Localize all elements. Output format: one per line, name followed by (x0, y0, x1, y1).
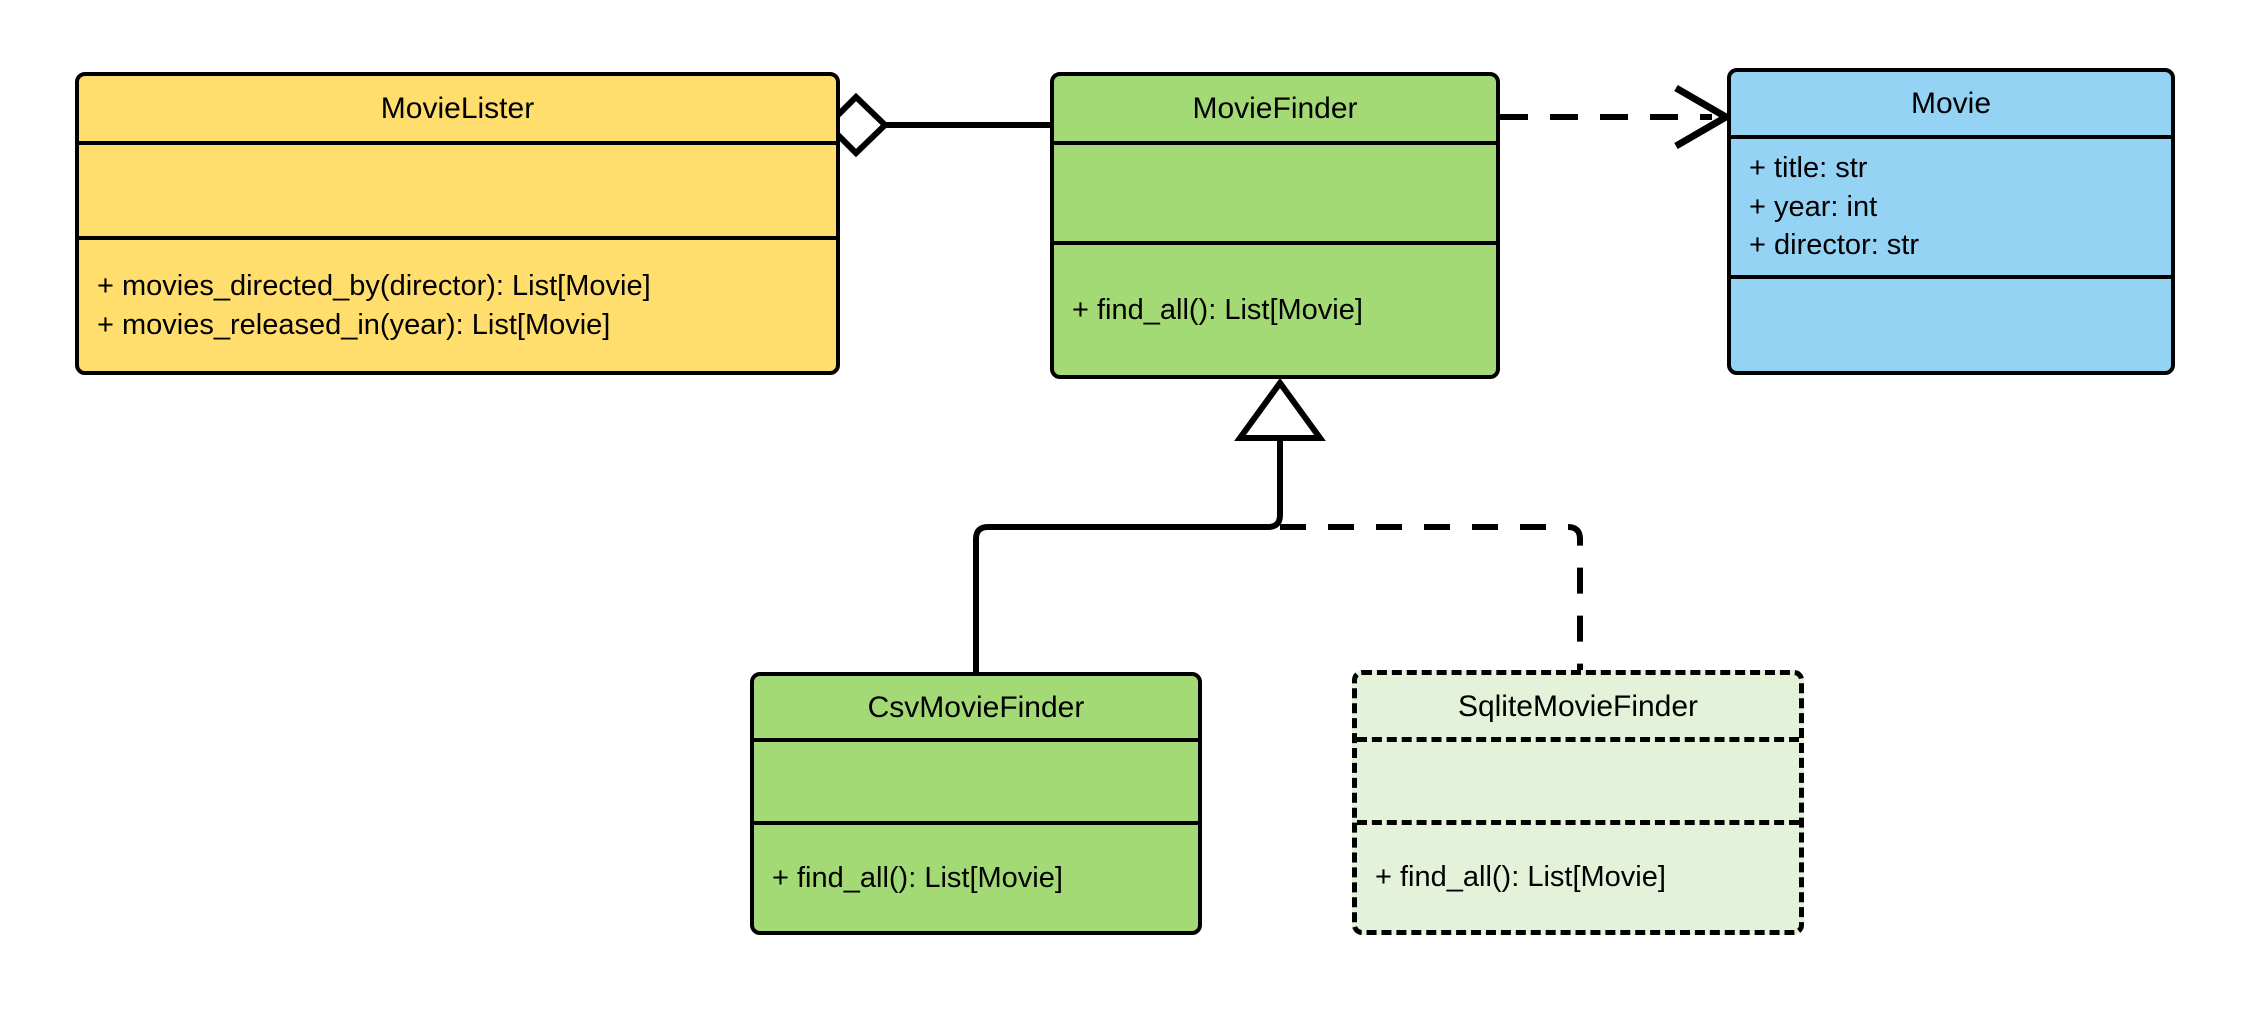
class-box-movielister[interactable]: MovieLister + movies_directed_by(directo… (75, 72, 840, 375)
movielister-name-compartment: MovieLister (79, 76, 836, 141)
class-box-sqlitemoviefinder[interactable]: SqliteMovieFinder + find_all(): List[Mov… (1352, 670, 1804, 935)
class-box-moviefinder[interactable]: MovieFinder + find_all(): List[Movie] (1050, 72, 1500, 379)
class-title-movielister: MovieLister (380, 92, 535, 125)
moviefinder-attributes-compartment (1054, 141, 1496, 241)
class-method-item: + find_all(): List[Movie] (1072, 293, 1363, 326)
csvmoviefinder-methods-compartment: + find_all(): List[Movie] (754, 821, 1198, 931)
sqlite-generalization-line (1280, 524, 1583, 672)
aggregation-edge-movielister-moviefinder (823, 92, 1050, 158)
class-method-item: + movies_directed_by(director): List[Mov… (97, 269, 651, 302)
class-attribute-item: + director: str (1749, 229, 1920, 262)
class-title-movie: Movie (1910, 87, 1992, 120)
class-title-csvmoviefinder: CsvMovieFinder (867, 690, 1085, 724)
movie-methods-compartment (1731, 275, 2171, 371)
class-method-item: + find_all(): List[Movie] (1375, 861, 1666, 894)
class-method-item: + movies_released_in(year): List[Movie] (97, 308, 611, 341)
dependency-edge-moviefinder-movie (1500, 84, 1733, 150)
csvmoviefinder-attributes-compartment (754, 738, 1198, 821)
class-title-moviefinder: MovieFinder (1192, 92, 1358, 125)
class-method-item: + find_all(): List[Movie] (772, 861, 1063, 894)
csv-generalization-line (973, 438, 1283, 672)
class-attribute-item: + year: int (1749, 190, 1878, 223)
class-box-csvmoviefinder[interactable]: CsvMovieFinder + find_all(): List[Movie] (750, 672, 1202, 935)
sqlitemoviefinder-attributes-compartment (1357, 737, 1799, 820)
class-title-sqlitemoviefinder: SqliteMovieFinder (1457, 689, 1699, 723)
moviefinder-name-compartment: MovieFinder (1054, 76, 1496, 141)
class-box-movie[interactable]: Movie + title: str + year: int + directo… (1727, 68, 2175, 375)
moviefinder-methods-compartment: + find_all(): List[Movie] (1054, 241, 1496, 375)
generalization-edge-csvmoviefinder-moviefinder (973, 377, 1326, 672)
movie-name-compartment: Movie (1731, 72, 2171, 135)
generalization-edge-sqlitemoviefinder-moviefinder (1280, 524, 1583, 672)
movielister-methods-compartment: + movies_directed_by(director): List[Mov… (79, 236, 836, 371)
movie-attributes-compartment: + title: str + year: int + director: str (1731, 135, 2171, 275)
hollow-triangle-icon (1234, 377, 1326, 441)
class-attribute-item: + title: str (1749, 152, 1868, 185)
sqlitemoviefinder-name-compartment: SqliteMovieFinder (1357, 675, 1799, 737)
sqlitemoviefinder-methods-compartment: + find_all(): List[Movie] (1357, 820, 1799, 930)
open-arrow-icon (1674, 84, 1733, 150)
movielister-attributes-compartment (79, 141, 836, 236)
csvmoviefinder-name-compartment: CsvMovieFinder (754, 676, 1198, 738)
